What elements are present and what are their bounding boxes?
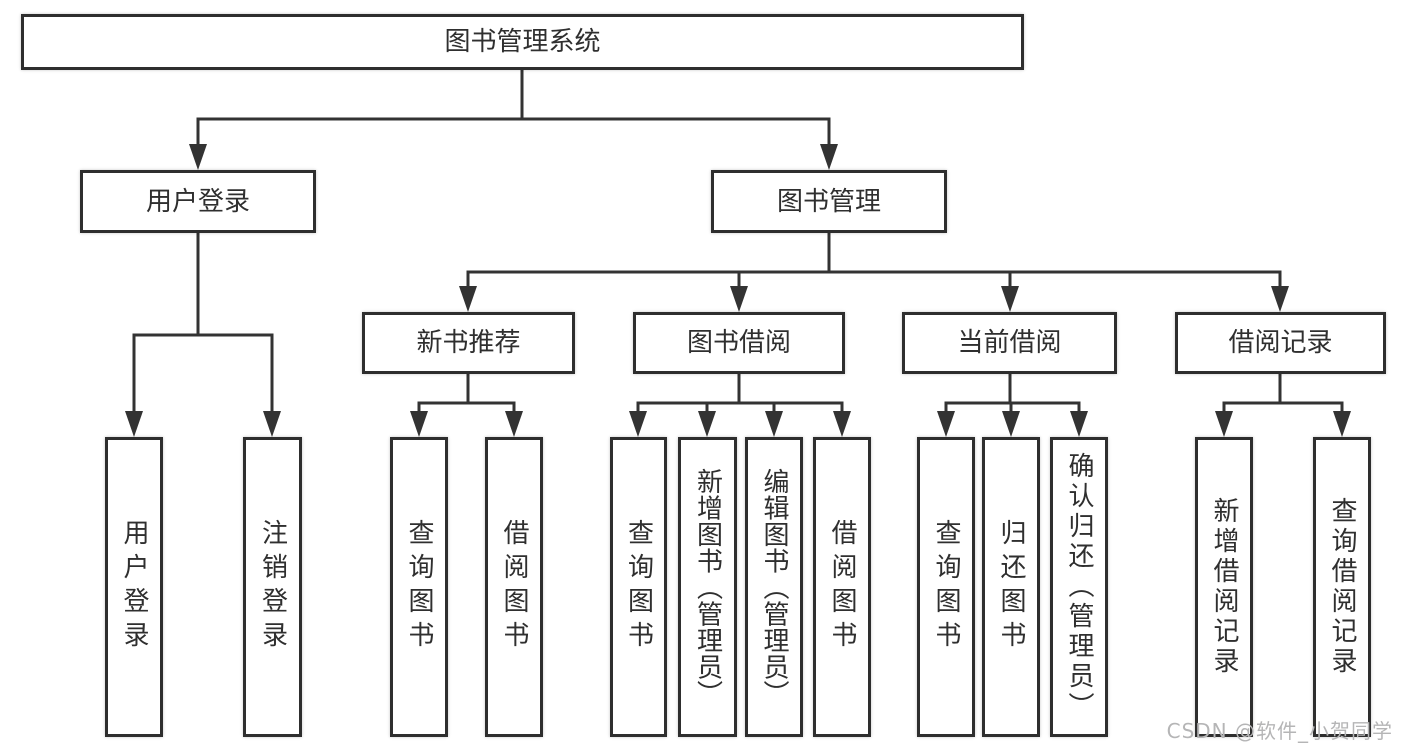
arrow-to-leaf-cb-confirm [1070,411,1088,437]
node-label: 借阅图书 [499,519,529,655]
watermark: CSDN @软件_小贺同学 [1166,719,1393,743]
arrow-to-leaf-bb-add [698,411,716,437]
node-label: 编辑图书（管理员） [759,467,789,707]
node-leaf-bb-query-books: 查询图书 [610,437,667,737]
node-label: 新增图书（管理员） [692,467,723,707]
arrow-to-book-management [820,144,838,170]
node-label: 查询图书 [931,519,961,655]
node-label: 查询图书 [623,519,654,655]
arrow-to-leaf-user-login [125,411,143,437]
node-new-book-recommend: 新书推荐 [362,312,575,374]
connector-borrow-records-children [1222,401,1344,429]
arrow-to-leaf-bb-borrow [833,411,851,437]
arrow-to-leaf-logout [263,411,281,437]
node-label: 确认归还（管理员） [1064,452,1094,722]
arrow-to-new-book [459,286,477,312]
node-label: 借阅图书 [827,519,857,655]
arrow-to-leaf-nb-query [410,411,428,437]
node-label: 图书管理系统 [444,27,601,57]
arrow-to-current-borrow [1001,286,1019,312]
node-leaf-cb-return-books: 归还图书 [982,437,1040,737]
node-borrow-records: 借阅记录 [1175,312,1386,374]
arrow-to-leaf-cb-return [1002,411,1020,437]
arrow-to-borrow-records [1271,286,1289,312]
node-leaf-bb-edit-books-admin: 编辑图书（管理员） [745,437,803,737]
node-leaf-br-query-record: 查询借阅记录 [1313,437,1371,737]
arrow-to-leaf-bb-query [629,411,647,437]
node-label: 图书借阅 [686,328,791,358]
node-label: 当前借阅 [957,328,1062,358]
node-leaf-nb-borrow-books: 借阅图书 [485,437,543,737]
node-label: 归还图书 [996,519,1026,655]
node-label: 用户登录 [145,186,250,217]
node-label: 注销登录 [257,519,288,655]
node-label: 查询借阅记录 [1327,497,1357,677]
connector-user-login-children [132,333,274,429]
node-label: 新增借阅记录 [1209,497,1239,677]
connector-book-borrow-children [636,401,844,429]
node-label: 查询图书 [404,519,434,655]
node-book-borrow: 图书借阅 [633,312,845,374]
node-leaf-cb-confirm-return-admin: 确认归还（管理员） [1050,437,1108,737]
arrow-to-user-login [189,144,207,170]
connector-root-to-level2 [196,117,831,162]
node-leaf-nb-query-books: 查询图书 [390,437,448,737]
arrow-to-leaf-br-query [1333,411,1351,437]
node-leaf-user-login: 用户登录 [105,437,163,737]
node-leaf-bb-borrow-books: 借阅图书 [813,437,871,737]
arrow-to-leaf-bb-edit [765,411,783,437]
arrow-to-book-borrow [730,286,748,312]
node-leaf-bb-add-books-admin: 新增图书（管理员） [678,437,737,737]
node-user-login: 用户登录 [80,170,316,233]
node-label: 用户登录 [119,519,149,655]
arrow-to-leaf-cb-query [937,411,955,437]
node-label: 借阅记录 [1228,328,1333,358]
node-leaf-cb-query-books: 查询图书 [917,437,975,737]
connector-new-book-children [417,401,516,429]
node-label: 图书管理 [776,186,881,217]
node-root: 图书管理系统 [21,14,1024,70]
arrow-to-leaf-nb-borrow [505,411,523,437]
node-label: 新书推荐 [416,328,521,358]
node-leaf-logout: 注销登录 [243,437,302,737]
connector-book-management-children [466,270,1282,304]
node-current-borrow: 当前借阅 [902,312,1117,374]
arrow-to-leaf-br-add [1215,411,1233,437]
node-book-management: 图书管理 [711,170,947,233]
node-leaf-br-add-record: 新增借阅记录 [1195,437,1253,737]
